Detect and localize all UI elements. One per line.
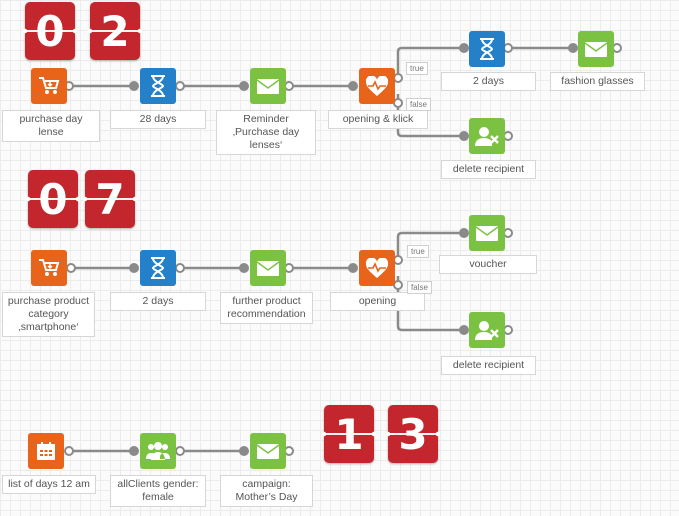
hourglass-icon [151,75,165,97]
email-node[interactable] [578,31,614,67]
group-icon [146,442,170,460]
branch-true-label: true [407,245,429,258]
cart-icon [39,259,60,276]
condition-node[interactable] [359,68,395,104]
email-node[interactable] [250,250,286,286]
delete-user-icon [475,127,499,146]
node-label: campaign: Mother’s Day [220,475,313,507]
email-node[interactable] [250,433,286,469]
cart-icon [39,77,60,94]
delete-user-icon [475,321,499,340]
connector [71,231,464,332]
envelope-icon [475,225,499,241]
day-counter-digit: 0 [25,170,81,228]
node-label: 2 days [441,72,536,91]
trigger-node[interactable] [31,250,67,286]
node-label: allClients gender: female [110,475,206,507]
node-label: 28 days [110,110,206,129]
envelope-icon [256,78,280,94]
heartbeat-icon [365,257,389,278]
envelope-icon [256,443,280,459]
node-label: fashion glasses [550,72,645,91]
trigger-node[interactable] [31,68,67,104]
delete-node[interactable] [469,118,505,154]
day-counter-digit: 3 [385,405,441,463]
connector [62,46,573,138]
wait-node[interactable] [140,68,176,104]
node-label: further product recommendation [220,292,313,324]
branch-true-label: true [406,62,428,75]
email-node[interactable] [250,68,286,104]
day-counter-digit: 1 [321,405,377,463]
node-label: opening & klick [328,110,428,129]
connector-ports [64,43,622,456]
audience-node[interactable] [140,433,176,469]
node-label: purchase product category ‚smartphone‘ [2,292,95,337]
branch-false-label: false [406,98,431,111]
envelope-icon [584,41,608,57]
branch-false-label: false [407,281,432,294]
wait-node[interactable] [140,250,176,286]
condition-node[interactable] [359,250,395,286]
node-label: delete recipient [441,356,536,375]
connector-dots [129,43,578,456]
node-label: list of days 12 am [2,475,96,494]
node-label: delete recipient [441,160,536,179]
email-node[interactable] [469,215,505,251]
delete-node[interactable] [469,312,505,348]
node-label: purchase day lense [2,110,100,142]
envelope-icon [256,260,280,276]
node-label: voucher [439,255,537,274]
hourglass-icon [151,257,165,279]
hourglass-icon [480,38,494,60]
day-counter-digit: 7 [82,170,138,228]
calendar-icon [37,442,55,460]
node-label: Reminder ‚Purchase day lenses‘ [216,110,316,155]
day-counter-digit: 0 [22,2,78,60]
wait-node[interactable] [469,31,505,67]
node-label: opening [330,292,425,311]
node-label: 2 days [110,292,206,311]
heartbeat-icon [365,75,389,96]
trigger-node[interactable] [28,433,64,469]
day-counter-digit: 2 [87,2,143,60]
